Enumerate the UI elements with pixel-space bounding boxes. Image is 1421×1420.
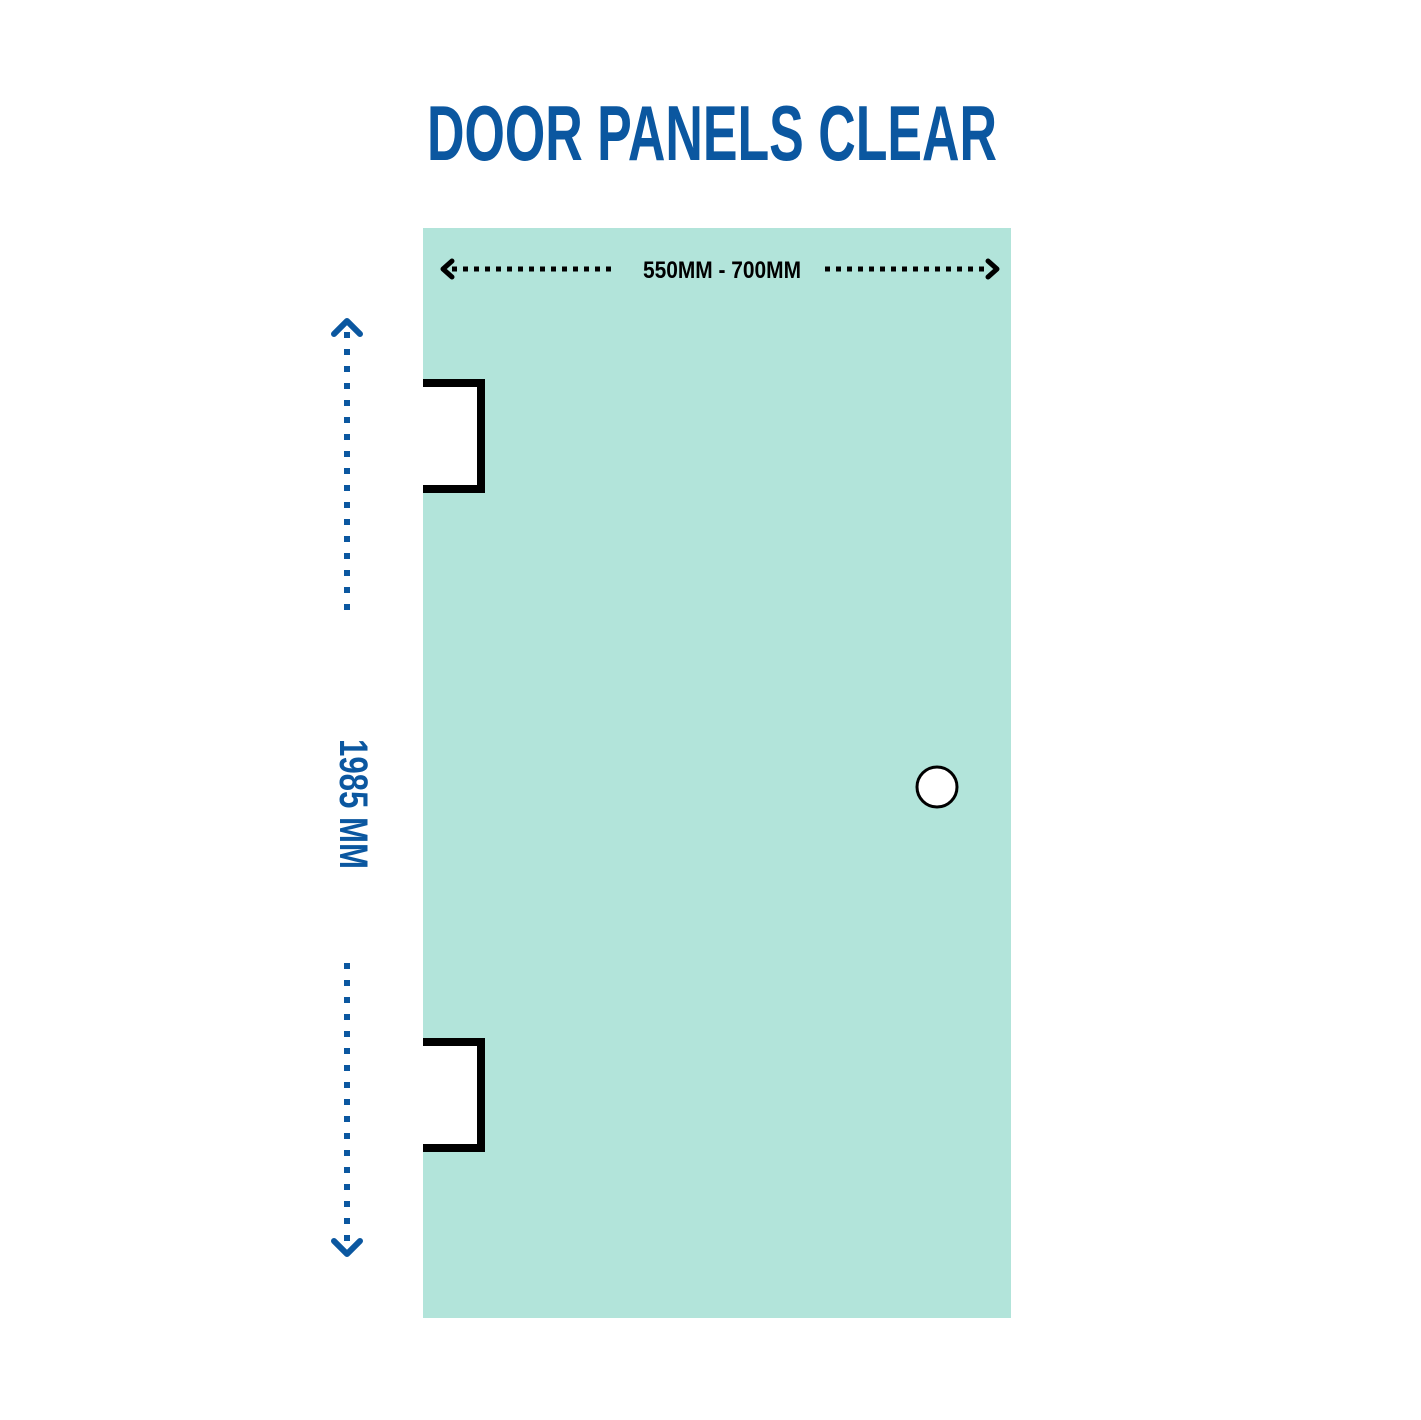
width-label: 550MM - 700MM (643, 257, 801, 284)
door-knob-hole (915, 765, 959, 809)
bottom-hinge (423, 1038, 485, 1152)
arrow-left-icon (440, 258, 455, 280)
arrow-right-icon (985, 258, 1000, 280)
glass-panel (423, 228, 1011, 1318)
diagram-title: DOOR PANELS CLEAR (427, 89, 997, 177)
top-hinge (423, 379, 485, 493)
arrow-down-icon (331, 1238, 363, 1257)
arrow-up-icon (331, 318, 363, 337)
height-dimension-arrow (331, 318, 363, 1257)
height-label: 1985 MM (331, 739, 375, 869)
width-dimension-arrow (440, 258, 1000, 280)
